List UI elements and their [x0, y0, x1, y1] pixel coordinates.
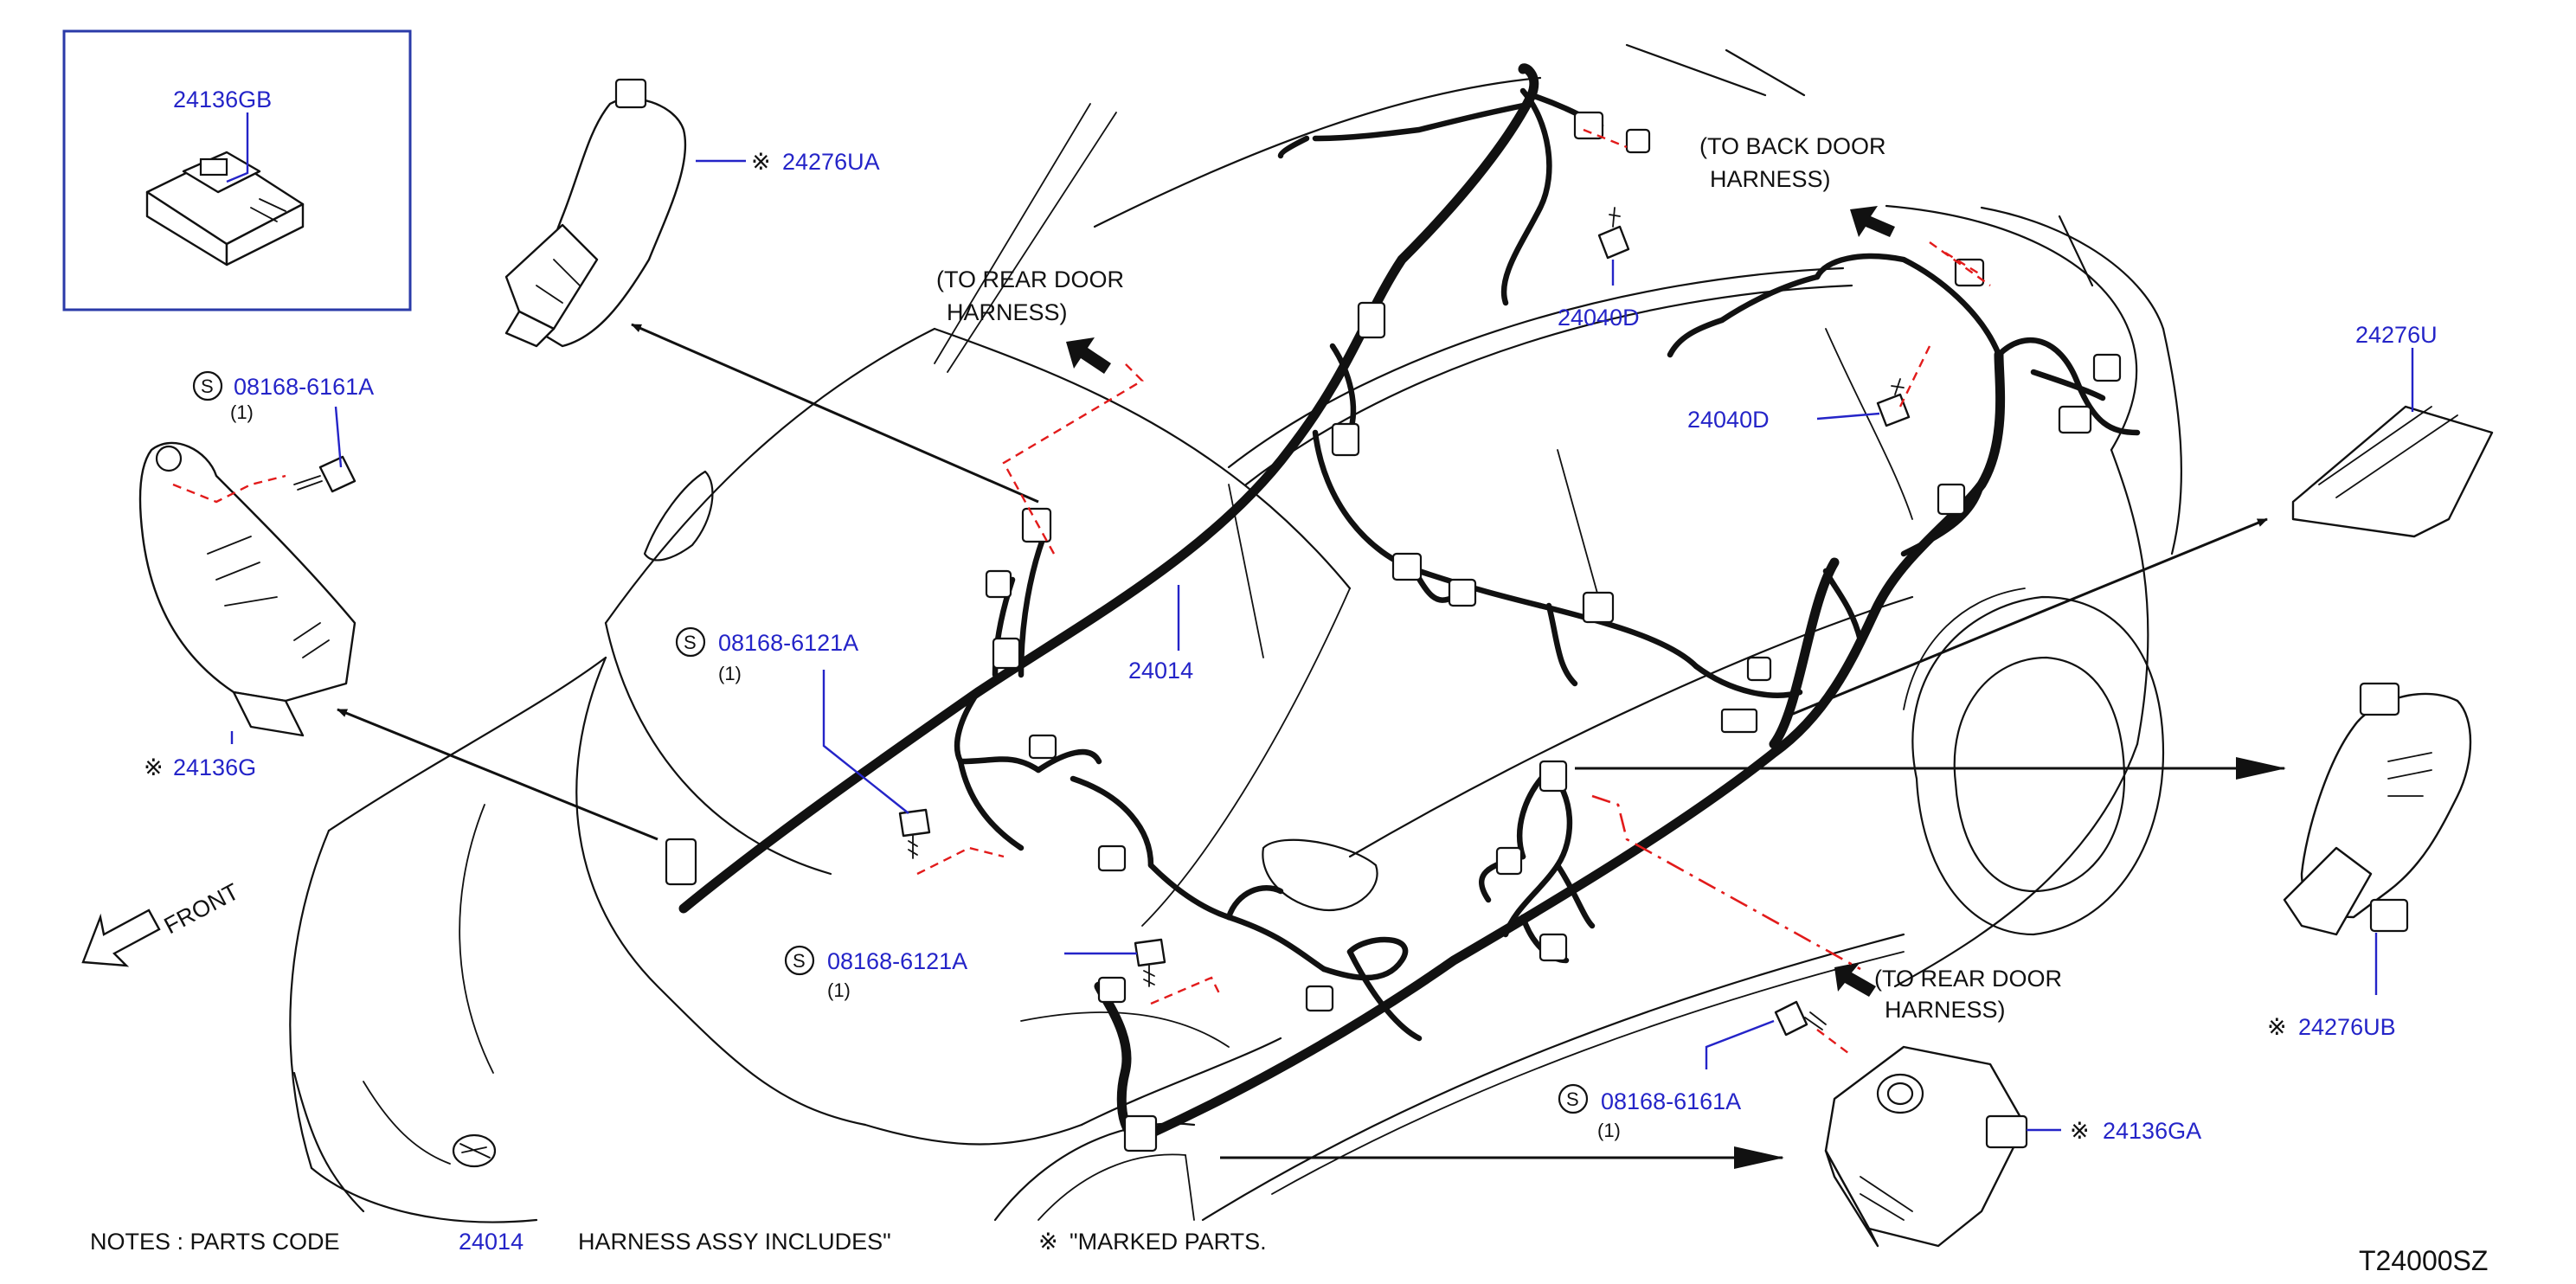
- notes-suffix: HARNESS ASSY INCLUDES": [578, 1229, 891, 1255]
- harness-direction-markers: [1066, 206, 1895, 997]
- s-symbol-2: S: [684, 632, 697, 653]
- part-label-24040d-right[interactable]: 24040D: [1687, 407, 1770, 433]
- bracket-24136ga-drawing[interactable]: [1824, 1045, 2028, 1248]
- labels: 24136GB ※ 24276UA S 08168-6161A (1) ※ 24…: [90, 87, 2488, 1276]
- part-label-08168-6161a-top[interactable]: 08168-6161A: [234, 374, 374, 400]
- s-symbol-circle-4: [1558, 1083, 1589, 1114]
- marked-symbol-3: ※: [2267, 1014, 2287, 1040]
- rear-door-top-note-line2: HARNESS): [947, 299, 1068, 325]
- diagram-code: T24000SZ: [2359, 1245, 2488, 1276]
- part-label-08168-6161a-bottom[interactable]: 08168-6161A: [1601, 1088, 1741, 1114]
- qty-bottom-right: (1): [1597, 1120, 1621, 1141]
- notes-marked: "MARKED PARTS.: [1070, 1229, 1267, 1255]
- bolt-top-left-drawing[interactable]: [293, 455, 357, 493]
- bolt-lower-drawing[interactable]: [1134, 938, 1166, 987]
- qty-lower: (1): [827, 979, 851, 1001]
- rear-door-top-note-line1: (TO REAR DOOR: [936, 266, 1124, 292]
- bolt-bottom-right-drawing[interactable]: [1774, 1000, 1827, 1037]
- connector-24136gb-drawing[interactable]: [145, 151, 305, 266]
- harness-branches: [954, 87, 2141, 1042]
- qty-mid: (1): [718, 663, 742, 684]
- tape-24276u-drawing[interactable]: [2291, 405, 2494, 538]
- part-label-08168-6121a-lower[interactable]: 08168-6121A: [827, 948, 967, 974]
- notes-marked-symbol: ※: [1038, 1229, 1058, 1255]
- marked-symbol: ※: [751, 149, 771, 175]
- harness-connectors: [665, 111, 2122, 1152]
- direction-arrows: [337, 323, 2286, 1169]
- part-label-24276ua[interactable]: 24276UA: [782, 149, 880, 175]
- part-label-08168-6121a-mid[interactable]: 08168-6121A: [718, 630, 858, 656]
- s-symbol-circle-3: [784, 945, 815, 976]
- part-label-24136g[interactable]: 24136G: [173, 754, 256, 780]
- part-label-24276ub[interactable]: 24276UB: [2298, 1014, 2396, 1040]
- part-label-24276u[interactable]: 24276U: [2355, 322, 2438, 348]
- part-label-24040d-top[interactable]: 24040D: [1558, 305, 1640, 331]
- bracket-24276ub-drawing[interactable]: [2283, 682, 2472, 936]
- bracket-24276ua-drawing[interactable]: [504, 78, 687, 348]
- clip-right-drawing[interactable]: [1876, 378, 1911, 427]
- notes-prefix: NOTES : PARTS CODE: [90, 1229, 340, 1255]
- front-label: FRONT: [160, 878, 243, 939]
- notes-code[interactable]: 24014: [459, 1229, 524, 1255]
- rear-door-bottom-note-line2: HARNESS): [1885, 997, 2006, 1023]
- back-door-note-line1: (TO BACK DOOR: [1699, 133, 1886, 159]
- bracket-24136g-drawing[interactable]: [138, 441, 357, 737]
- leader-lines: [226, 112, 2414, 1132]
- qty-top-left: (1): [230, 401, 254, 423]
- s-symbol-circle-2: [675, 626, 706, 658]
- part-label-24014[interactable]: 24014: [1128, 658, 1193, 684]
- part-label-24136gb[interactable]: 24136GB: [173, 87, 272, 112]
- marked-symbol-2: ※: [144, 754, 164, 780]
- reference-dash-lines: [172, 128, 1991, 1056]
- marked-symbol-4: ※: [2070, 1118, 2090, 1144]
- s-symbol: S: [201, 376, 214, 397]
- front-arrow-icon: [81, 908, 161, 967]
- s-symbol-circle: [192, 370, 223, 401]
- back-door-note-line2: HARNESS): [1710, 166, 1831, 192]
- s-symbol-4: S: [1566, 1088, 1579, 1110]
- vehicle-body-outline: [289, 43, 2182, 1223]
- s-symbol-3: S: [793, 950, 806, 972]
- inset-box: [62, 29, 412, 311]
- bolt-mid-drawing[interactable]: [898, 808, 931, 859]
- part-label-24136ga[interactable]: 24136GA: [2103, 1118, 2201, 1144]
- clip-top-drawing[interactable]: [1597, 207, 1630, 260]
- rear-door-bottom-note-line1: (TO REAR DOOR: [1874, 966, 2062, 992]
